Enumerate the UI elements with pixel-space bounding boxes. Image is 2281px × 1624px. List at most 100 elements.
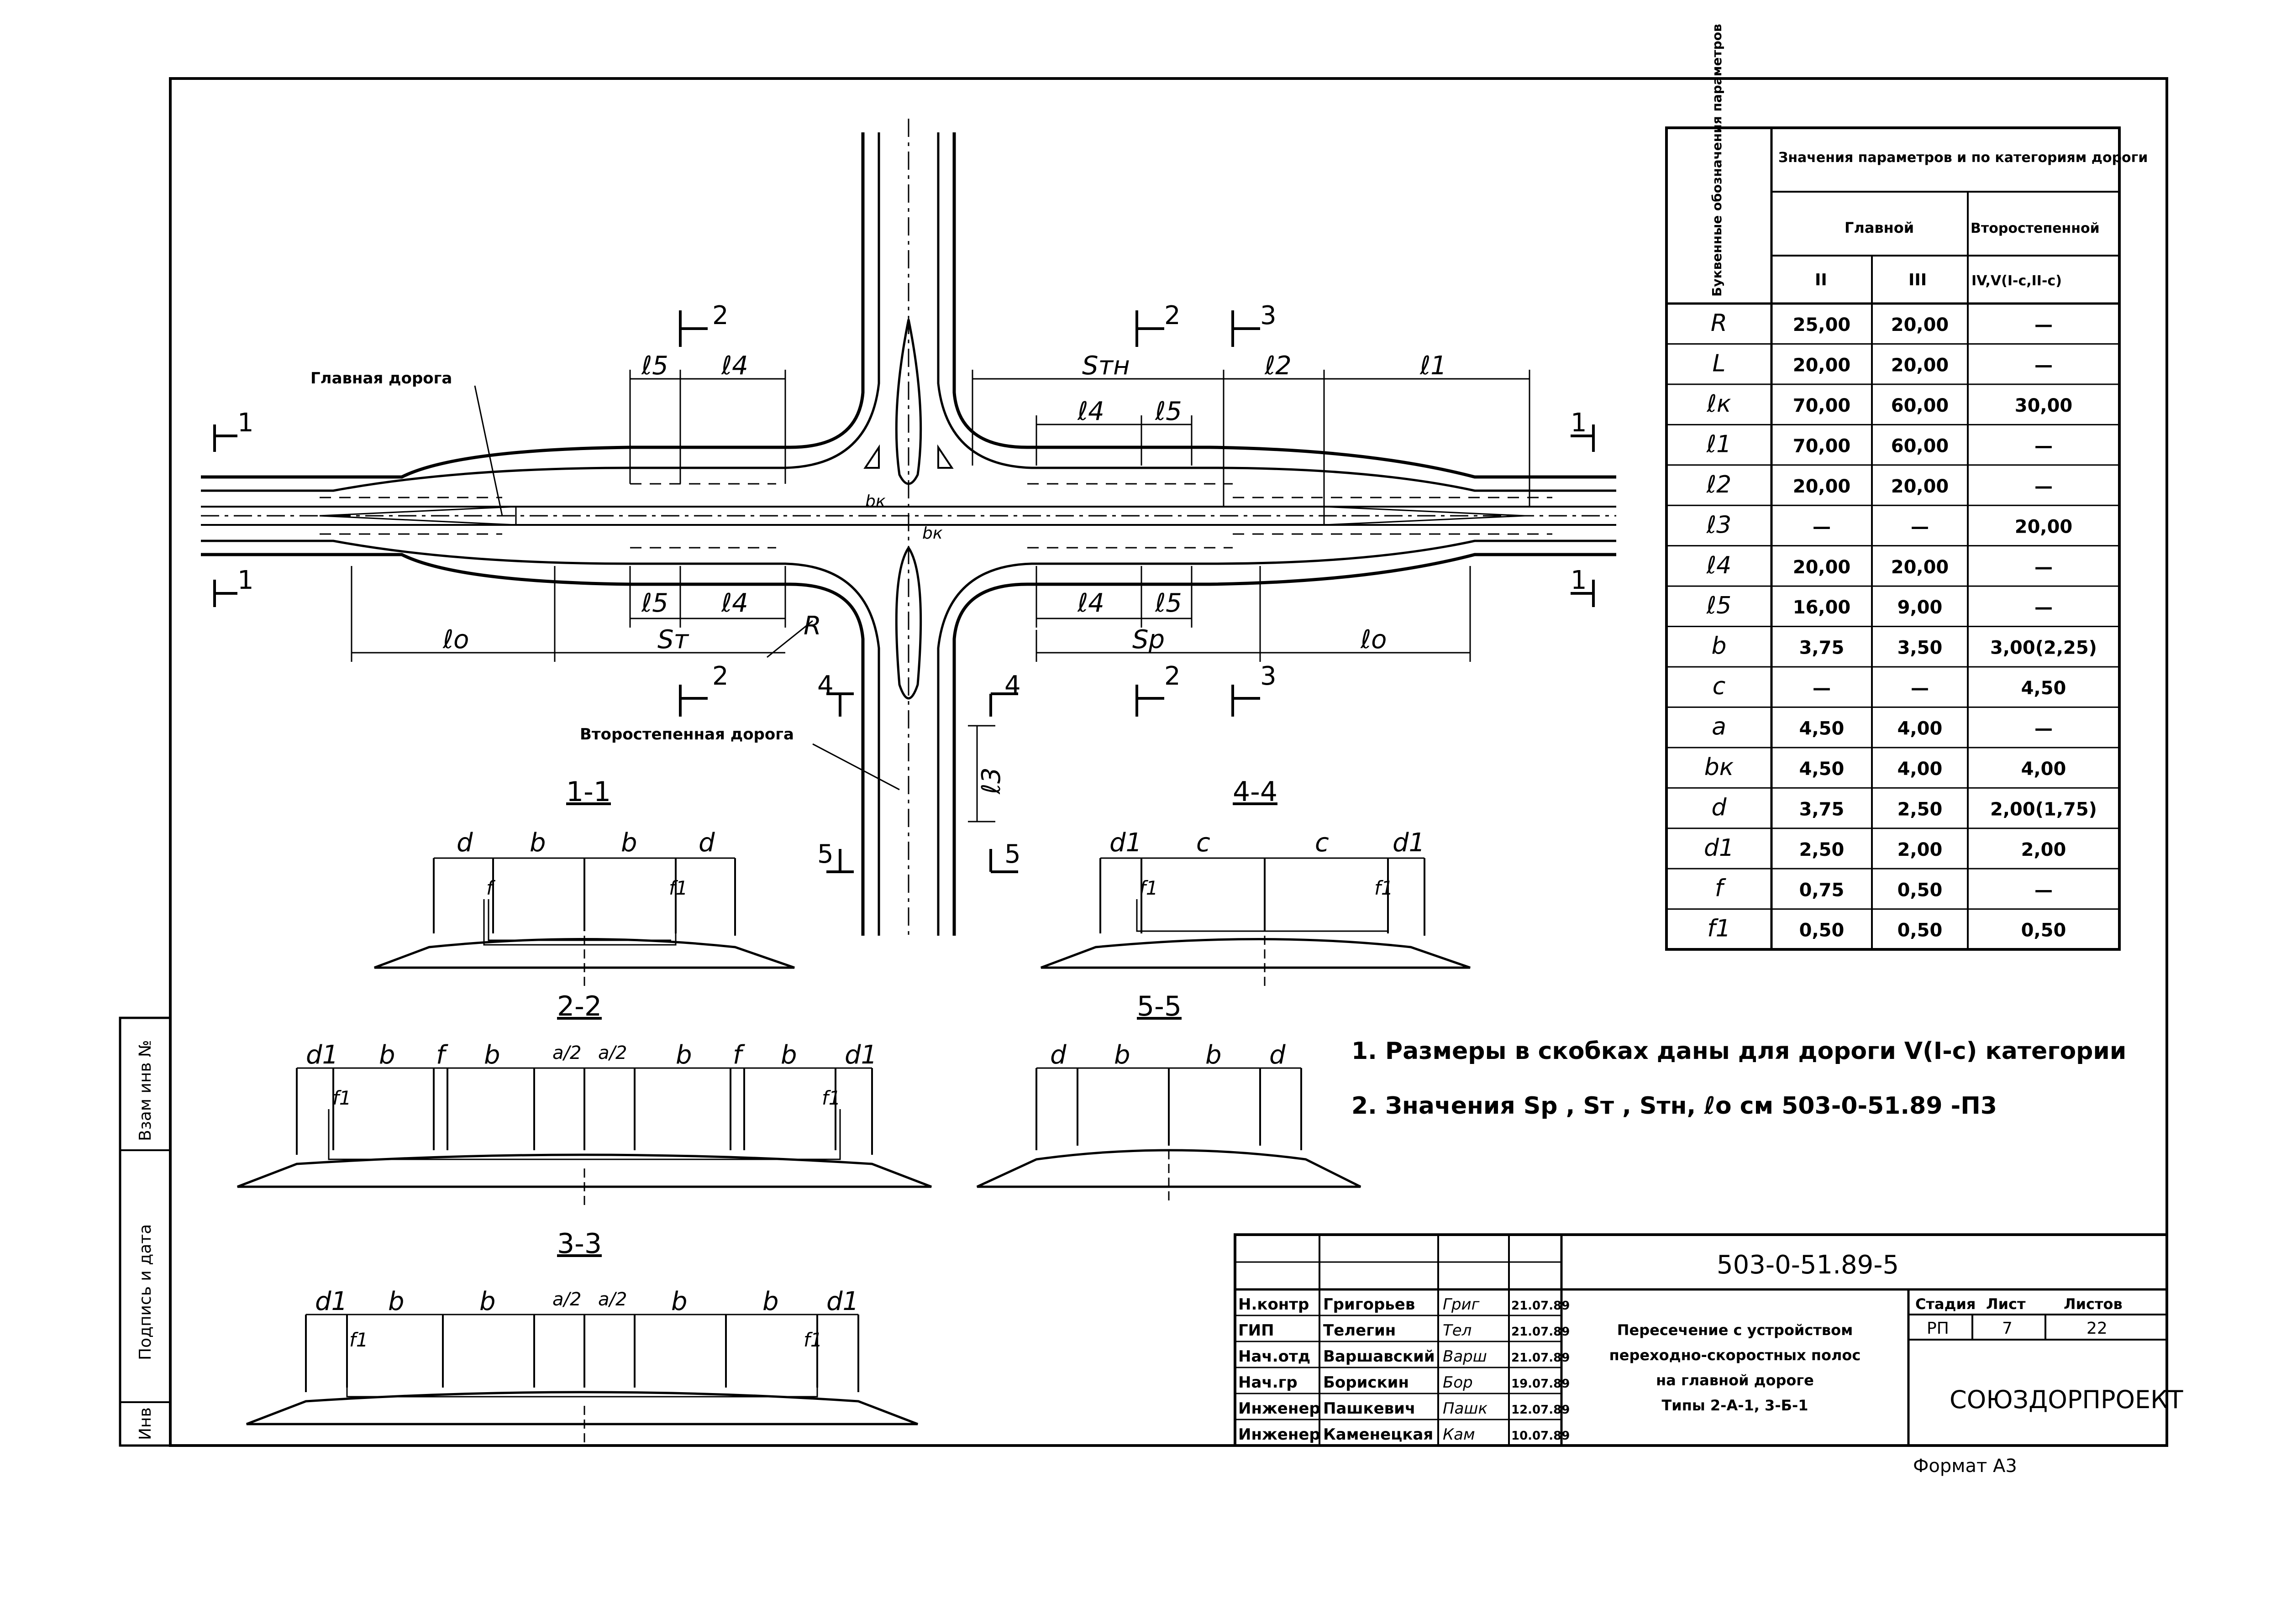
person-date: 12.07.89 — [1511, 1403, 1570, 1417]
secondary-road-label: Второстепенная дорога — [580, 725, 794, 744]
table-cell-iii: — — [1911, 678, 1929, 699]
th-iii: III — [1908, 271, 1927, 289]
th-ii: II — [1815, 271, 1827, 289]
s22-b-1: b — [379, 1040, 395, 1070]
s22-b-2: b — [484, 1040, 500, 1070]
table-cell-iv: — — [2034, 597, 2053, 618]
table-cell-iii: 4,00 — [1897, 759, 1943, 780]
notes: 1. Размеры в скобках даны для дороги V(I… — [1351, 1037, 2126, 1120]
table-headers: Буквенные обозначения параметров Значени… — [1709, 24, 2148, 297]
person-role: Нач.гр — [1238, 1373, 1298, 1392]
s33-b-2: b — [479, 1287, 496, 1316]
s33-f1-l: f1 — [349, 1329, 368, 1351]
table-cell-param: ℓк — [1707, 390, 1731, 418]
label-sp: Sр — [1132, 625, 1165, 655]
table-cell-ii: — — [1813, 678, 1831, 699]
s44-d1-2: d1 — [1393, 828, 1425, 858]
label-l4-bottom-right: ℓ4 — [1077, 588, 1104, 618]
section-titles: 1-1 4-4 2-2 5-5 3-3 — [557, 776, 1277, 1260]
label-l4-bottom-left: ℓ4 — [721, 588, 748, 618]
sheet-value: 7 — [2002, 1319, 2013, 1338]
s44-c-1: c — [1196, 828, 1210, 858]
cut-5-l: 5 — [817, 839, 834, 869]
s44-c-2: c — [1315, 828, 1329, 858]
s33-a2-1: a/2 — [552, 1289, 581, 1310]
table-cell-ii: 20,00 — [1793, 476, 1851, 497]
cut-1-tr: 1 — [1571, 408, 1587, 438]
section-5-5-title: 5-5 — [1137, 990, 1182, 1022]
table-cell-ii: 0,75 — [1799, 880, 1845, 901]
label-l4-top-right: ℓ4 — [1077, 397, 1104, 426]
table-cell-iii: 60,00 — [1891, 435, 1949, 456]
table-cell-iv: — — [2034, 718, 2053, 739]
cut-2-bl: 2 — [712, 661, 729, 691]
label-r: R — [804, 611, 821, 641]
table-cell-iii: 9,00 — [1897, 597, 1943, 618]
label-bk-top: bк — [865, 492, 886, 511]
person-signature: Тел — [1443, 1321, 1472, 1340]
s11-b-2: b — [621, 828, 637, 858]
s33-d1-1: d1 — [315, 1287, 347, 1316]
sheet-frame — [119, 77, 2168, 1447]
th-main: Главной — [1845, 219, 1914, 236]
s55-d-1: d — [1050, 1040, 1067, 1070]
s11-d-1: d — [457, 828, 473, 858]
person-role: Н.контр — [1238, 1295, 1309, 1314]
person-signature: Варш — [1443, 1347, 1487, 1366]
table-cell-iii: 2,00 — [1897, 839, 1943, 860]
person-name: Каменецкая — [1323, 1425, 1433, 1444]
table-cell-param: ℓ1 — [1706, 430, 1732, 458]
person-signature: Кам — [1443, 1425, 1475, 1444]
table-cell-param: ℓ5 — [1706, 592, 1732, 619]
table-cell-ii: 16,00 — [1793, 597, 1851, 618]
org-name: СОЮЗДОРПРОЕКТ — [1950, 1385, 2184, 1414]
person-name: Варшавский — [1323, 1347, 1435, 1366]
section-3-3-title: 3-3 — [557, 1228, 602, 1260]
cut-3-t: 3 — [1260, 301, 1277, 330]
s33-f1-r: f1 — [804, 1329, 823, 1351]
label-l5-bottom-right: ℓ5 — [1155, 588, 1182, 618]
label-l1: ℓ1 — [1419, 351, 1447, 381]
cut-1-tl: 1 — [237, 408, 254, 438]
label-l0-right: ℓо — [1360, 625, 1387, 655]
cut-4-r: 4 — [1004, 671, 1021, 700]
table-cell-iii: 0,50 — [1897, 880, 1943, 901]
table-cell-param: b — [1711, 633, 1726, 660]
table-cell-iv: — — [2034, 557, 2053, 578]
stage-label: Стадия — [1915, 1295, 1976, 1313]
cut-5-r: 5 — [1004, 839, 1021, 869]
side-stamp-replace: Взам инв № — [136, 1040, 155, 1141]
table-cell-iv: 20,00 — [2015, 516, 2073, 537]
doc-title-1: Пересечение с устройством — [1617, 1321, 1853, 1339]
table-cell-param: L — [1713, 350, 1726, 377]
cut-1-br: 1 — [1571, 566, 1587, 595]
table-cell-ii: 4,50 — [1799, 718, 1845, 739]
table-cell-ii: 70,00 — [1793, 395, 1851, 416]
person-date: 10.07.89 — [1511, 1429, 1570, 1443]
table-cell-param: ℓ3 — [1706, 511, 1732, 539]
title-block — [1234, 1233, 2168, 1447]
s55-b-1: b — [1114, 1040, 1130, 1070]
person-name: Григорьев — [1323, 1295, 1415, 1314]
side-stamp: Инв Подпись и дата Взам инв № — [136, 1040, 155, 1440]
cut-1-bl: 1 — [237, 566, 254, 595]
person-name: Телегин — [1323, 1321, 1396, 1340]
table-cell-param: R — [1711, 309, 1727, 337]
table-cell-param: c — [1713, 673, 1726, 700]
person-date: 21.07.89 — [1511, 1325, 1570, 1339]
person-name: Пашкевич — [1323, 1399, 1415, 1418]
table-cell-iv: 30,00 — [2015, 395, 2073, 416]
table-cell-ii: 20,00 — [1793, 557, 1851, 578]
table-cell-iii: 20,00 — [1891, 557, 1949, 578]
s11-f1: f1 — [669, 877, 688, 899]
table-cell-iv: — — [2034, 476, 2053, 497]
s55-d-2: d — [1269, 1040, 1286, 1070]
s33-a2-2: a/2 — [598, 1289, 627, 1310]
s22-d1-2: d1 — [845, 1040, 877, 1070]
person-role: Нач.отд — [1238, 1347, 1310, 1366]
doc-code: 503-0-51.89-5 — [1717, 1250, 1899, 1280]
s11-f: f — [486, 877, 496, 899]
s33-d1-2: d1 — [826, 1287, 859, 1316]
s22-b-4: b — [781, 1040, 797, 1070]
